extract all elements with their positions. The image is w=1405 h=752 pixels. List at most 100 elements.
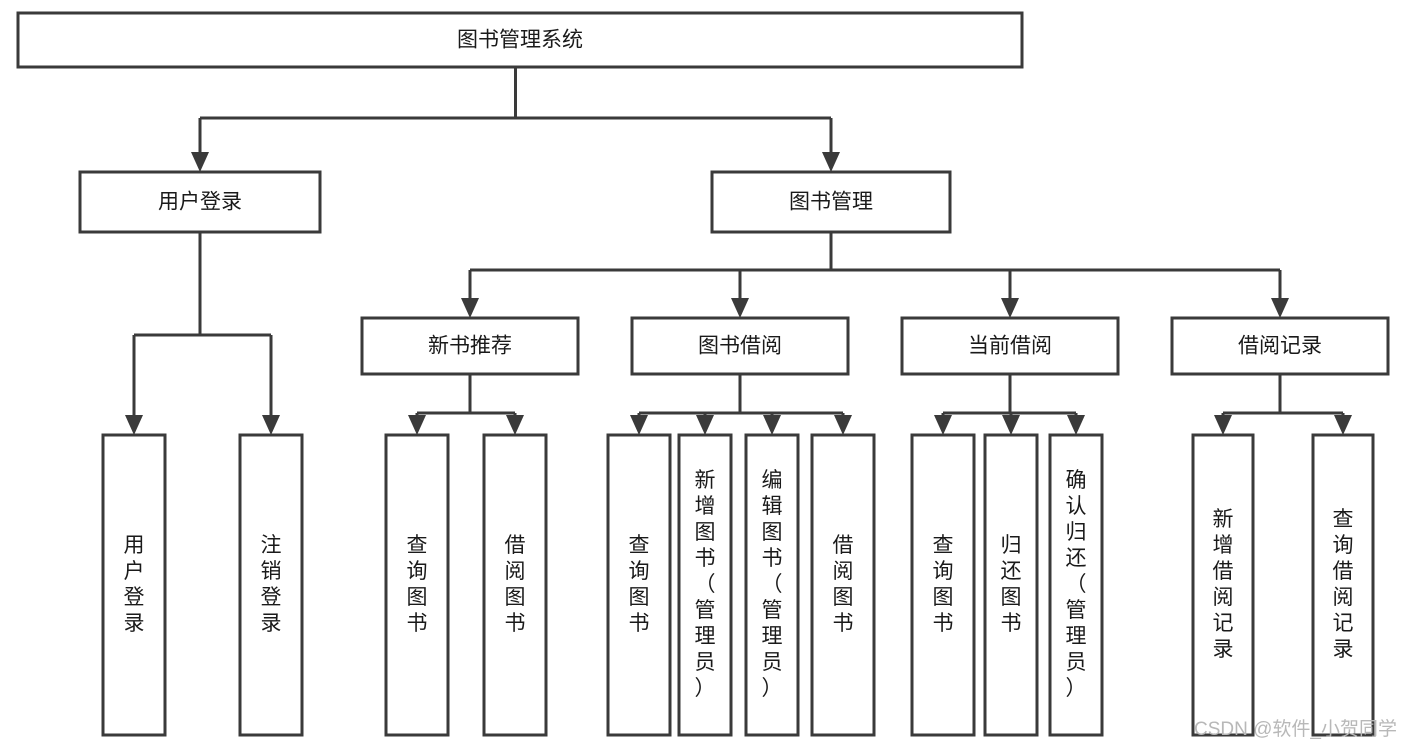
node-leaf-confirm-return-box[interactable] (1048, 433, 1104, 737)
arrow-to-leaf-query-book-current (934, 413, 952, 435)
node-leaf-add-book-box[interactable] (677, 433, 733, 737)
arrow-to-user-login (191, 118, 209, 172)
node-leaf-return-book-box[interactable] (983, 433, 1039, 737)
arrow-to-leaf-return-book-head (1002, 415, 1020, 435)
arrow-to-new-book-recommend-head (461, 298, 479, 318)
node-leaf-borrow-book-recommend-label: 借阅图书 (505, 534, 526, 635)
arrow-to-book-management (822, 118, 840, 172)
node-leaf-add-book-label: 新增图书（管理员） (695, 469, 716, 700)
node-leaf-edit-book[interactable]: 编辑图书（管理员） (744, 433, 800, 737)
arrow-to-leaf-user-logout (262, 335, 280, 435)
node-leaf-user-login[interactable]: 用户登录 (101, 433, 167, 737)
arrow-to-leaf-borrow-book-recommend (506, 413, 524, 435)
arrow-to-leaf-add-book-head (696, 415, 714, 435)
node-borrow-record[interactable]: 借阅记录 (1170, 316, 1390, 376)
node-book-management[interactable]: 图书管理 (710, 170, 952, 234)
node-leaf-user-login-label: 用户登录 (124, 534, 145, 635)
arrow-to-book-borrow-head (731, 298, 749, 318)
arrow-to-leaf-user-logout-head (262, 415, 280, 435)
node-leaf-user-logout-label: 注销登录 (261, 534, 282, 635)
arrow-to-borrow-record-head (1271, 298, 1289, 318)
arrow-to-borrow-record (1271, 270, 1289, 318)
node-leaf-add-borrow-record-label: 新增借阅记录 (1213, 508, 1234, 661)
arrow-to-leaf-add-book (696, 413, 714, 435)
node-leaf-user-logout-box[interactable] (238, 433, 304, 737)
node-leaf-add-borrow-record[interactable]: 新增借阅记录 (1191, 433, 1255, 737)
node-leaf-query-book-borrow-box[interactable] (606, 433, 672, 737)
node-leaf-query-book-recommend[interactable]: 查询图书 (384, 433, 450, 737)
arrow-to-leaf-borrow-book-head (834, 415, 852, 435)
node-leaf-borrow-book[interactable]: 借阅图书 (810, 433, 876, 737)
arrow-to-leaf-query-book-recommend (408, 413, 426, 435)
node-root-system-label: 图书管理系统 (457, 29, 583, 52)
arrow-to-leaf-query-book-borrow (630, 413, 648, 435)
arrow-to-leaf-user-login (125, 335, 143, 435)
node-leaf-confirm-return-label: 确认归还（管理员） (1066, 469, 1087, 700)
node-leaf-borrow-book-label: 借阅图书 (833, 534, 854, 635)
node-new-book-recommend[interactable]: 新书推荐 (360, 316, 580, 376)
node-leaf-query-book-recommend-box[interactable] (384, 433, 450, 737)
arrow-to-leaf-add-borrow-record (1214, 413, 1232, 435)
node-leaf-query-book-current-box[interactable] (910, 433, 976, 737)
node-book-management-label: 图书管理 (789, 191, 873, 214)
node-root-system-box[interactable] (16, 11, 1024, 69)
arrow-to-leaf-return-book (1002, 413, 1020, 435)
node-root-system[interactable]: 图书管理系统 (16, 11, 1024, 69)
node-leaf-borrow-book-box[interactable] (810, 433, 876, 737)
arrow-to-leaf-query-borrow-record-head (1334, 415, 1352, 435)
node-leaf-user-logout[interactable]: 注销登录 (238, 433, 304, 737)
node-current-borrow[interactable]: 当前借阅 (900, 316, 1120, 376)
arrow-to-book-borrow (731, 270, 749, 318)
arrow-to-leaf-edit-book (763, 413, 781, 435)
arrow-to-leaf-query-book-current-head (934, 415, 952, 435)
arrow-to-leaf-user-login-head (125, 415, 143, 435)
node-leaf-borrow-book-recommend[interactable]: 借阅图书 (482, 433, 548, 737)
arrow-to-leaf-query-book-recommend-head (408, 415, 426, 435)
node-user-login-label: 用户登录 (158, 191, 242, 214)
node-user-login[interactable]: 用户登录 (78, 170, 322, 234)
nodes-layer: 图书管理系统用户登录图书管理新书推荐图书借阅当前借阅借阅记录用户登录注销登录查询… (16, 11, 1390, 737)
node-new-book-recommend-label: 新书推荐 (428, 335, 512, 358)
node-leaf-query-borrow-record-box[interactable] (1311, 433, 1375, 737)
node-leaf-add-book[interactable]: 新增图书（管理员） (677, 433, 733, 737)
node-leaf-confirm-return[interactable]: 确认归还（管理员） (1048, 433, 1104, 737)
arrow-to-leaf-borrow-book (834, 413, 852, 435)
node-borrow-record-box[interactable] (1170, 316, 1390, 376)
arrow-to-new-book-recommend (461, 270, 479, 318)
node-leaf-edit-book-label: 编辑图书（管理员） (762, 469, 783, 700)
arrow-to-leaf-query-borrow-record (1334, 413, 1352, 435)
arrow-to-leaf-edit-book-head (763, 415, 781, 435)
arrow-to-book-management-head (822, 152, 840, 172)
arrow-to-leaf-confirm-return (1067, 413, 1085, 435)
arrow-to-leaf-confirm-return-head (1067, 415, 1085, 435)
node-leaf-query-book-borrow-label: 查询图书 (629, 534, 650, 635)
node-leaf-user-login-box[interactable] (101, 433, 167, 737)
node-borrow-record-label: 借阅记录 (1238, 335, 1322, 358)
node-book-management-box[interactable] (710, 170, 952, 234)
node-leaf-query-book-current[interactable]: 查询图书 (910, 433, 976, 737)
arrow-to-current-borrow (1001, 270, 1019, 318)
node-user-login-box[interactable] (78, 170, 322, 234)
arrow-to-user-login-head (191, 152, 209, 172)
node-leaf-query-book-borrow[interactable]: 查询图书 (606, 433, 672, 737)
arrow-to-leaf-borrow-book-recommend-head (506, 415, 524, 435)
node-leaf-query-book-recommend-label: 查询图书 (407, 534, 428, 635)
connectors-layer (125, 67, 1352, 435)
node-new-book-recommend-box[interactable] (360, 316, 580, 376)
node-leaf-query-borrow-record-label: 查询借阅记录 (1333, 508, 1354, 661)
node-leaf-query-borrow-record[interactable]: 查询借阅记录 (1311, 433, 1375, 737)
node-leaf-add-borrow-record-box[interactable] (1191, 433, 1255, 737)
node-book-borrow[interactable]: 图书借阅 (630, 316, 850, 376)
node-leaf-return-book[interactable]: 归还图书 (983, 433, 1039, 737)
node-current-borrow-label: 当前借阅 (968, 335, 1052, 358)
node-leaf-borrow-book-recommend-box[interactable] (482, 433, 548, 737)
arrow-to-leaf-add-borrow-record-head (1214, 415, 1232, 435)
node-leaf-edit-book-box[interactable] (744, 433, 800, 737)
node-current-borrow-box[interactable] (900, 316, 1120, 376)
node-book-borrow-box[interactable] (630, 316, 850, 376)
node-leaf-return-book-label: 归还图书 (1001, 534, 1022, 635)
arrow-to-leaf-query-book-borrow-head (630, 415, 648, 435)
node-leaf-query-book-current-label: 查询图书 (933, 534, 954, 635)
